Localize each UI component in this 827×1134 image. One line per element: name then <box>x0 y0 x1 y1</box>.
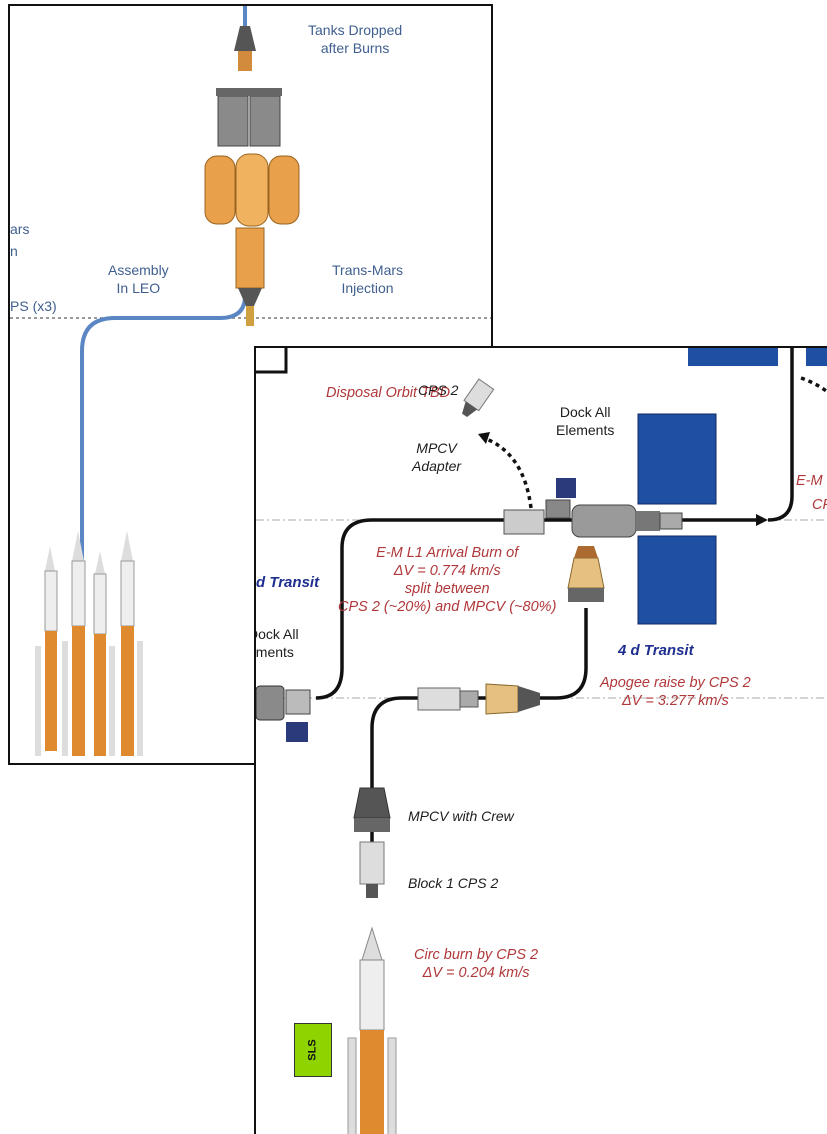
solar-array-lower <box>637 535 717 625</box>
arrival-burn-label: E-M L1 Arrival Burn of ΔV = 0.774 km/s s… <box>338 545 557 616</box>
mpcv-adapter-label: MPCV Adapter <box>412 440 462 474</box>
disposal-arrow-icon <box>478 432 490 444</box>
mpcv-with-crew-label: MPCV with Crew <box>408 808 514 824</box>
cps-x3-label: PS (x3) <box>10 298 57 314</box>
sls-rocket-icon <box>347 926 397 1134</box>
assembly-leo-label: Assembly In LEO <box>108 262 169 296</box>
launch-mpcv-icon <box>353 787 391 832</box>
rocket-icon <box>62 531 86 756</box>
cps2-disposal-icon <box>462 378 495 418</box>
disposal-orbit-label: Disposal Orbit TBD <box>326 385 451 401</box>
corner-bracket <box>256 348 288 374</box>
cps2-mpcv-stack-icon <box>417 683 540 715</box>
disposal-dotted-path <box>483 436 533 509</box>
dock-all-elements-top-label: Dock All Elements <box>556 404 615 438</box>
cp-partial-label: CP <box>812 497 827 513</box>
solar-array-top-right <box>806 348 827 366</box>
rocket-icon <box>120 531 143 756</box>
sls-badge: SLS <box>294 1023 332 1077</box>
rocket-icon <box>35 546 58 756</box>
lunar-mission-panel: Disposal Orbit TBD CPS 2 Dock All Elemen… <box>254 346 827 1134</box>
circ-burn-label: Circ burn by CPS 2 ΔV = 0.204 km/s <box>414 947 539 982</box>
dock-node-left-icon <box>256 685 311 742</box>
back-panel-graphics <box>10 6 491 756</box>
mars-partial-label-2: n <box>10 243 18 259</box>
ascent-trajectory <box>370 608 588 893</box>
front-panel-graphics <box>256 348 827 1134</box>
cargo-modules-icon <box>216 88 282 147</box>
block1-cps2-label: Block 1 CPS 2 <box>408 875 499 891</box>
em-trajectory <box>767 348 794 522</box>
em-dotted-path <box>800 376 827 394</box>
transit-trajectory <box>315 518 756 700</box>
sls-rockets-group <box>35 531 143 756</box>
arrow-right-icon <box>756 514 768 526</box>
dock-all-elements-left-label: Dock All ements <box>255 626 299 660</box>
apogee-raise-label: Apogee raise by CPS 2 ΔV = 3.277 km/s <box>600 675 751 710</box>
tanks-dropped-label: Tanks Dropped after Burns <box>308 22 403 56</box>
transit-left-label: d Transit <box>256 574 320 591</box>
solar-array-top-left <box>688 348 778 366</box>
trans-mars-injection-label: Trans-Mars Injection <box>332 262 404 296</box>
cps2-disposal-label: CPS 2 <box>418 382 459 398</box>
em-partial-label: E-M <box>796 473 823 489</box>
mpcv-capsule-icon <box>567 546 605 602</box>
transit-4d-label: 4 d Transit <box>618 642 694 659</box>
solar-array-upper <box>637 413 717 505</box>
drop-tanks-icon <box>204 153 300 227</box>
rocket-icon <box>93 551 115 756</box>
blue-ascent-path <box>80 295 247 576</box>
gateway-station-icon <box>503 413 717 625</box>
mars-capsule-icon <box>234 26 256 71</box>
launch-cps2-icon <box>359 841 385 898</box>
sls-label: SLS <box>307 1039 319 1061</box>
core-stage-icon <box>235 227 265 326</box>
mars-partial-label-1: ars <box>10 221 30 237</box>
